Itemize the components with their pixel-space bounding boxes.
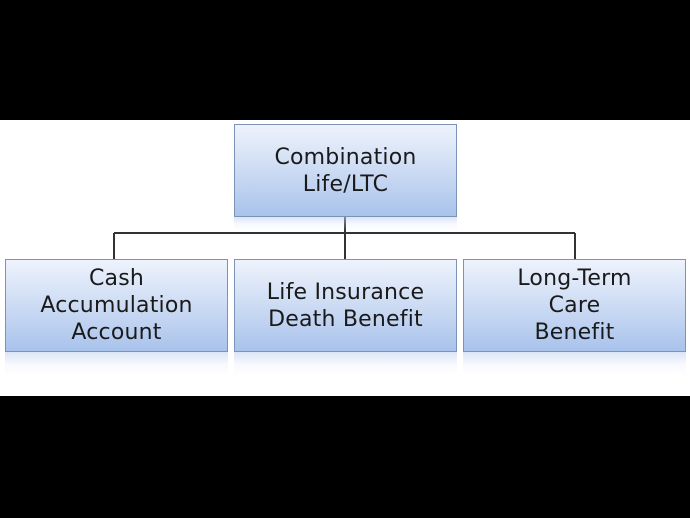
child-node-label: Long-Term Care Benefit	[517, 266, 632, 345]
child-node-reflection	[234, 352, 457, 376]
root-node-label: Combination Life/LTC	[274, 144, 417, 197]
child-node-reflection	[463, 352, 686, 376]
root-node: Combination Life/LTC	[234, 124, 457, 217]
child-node-reflection	[5, 352, 228, 376]
child-node-cash-accumulation: Cash Accumulation Account	[5, 259, 228, 352]
root-node-reflection	[234, 217, 457, 231]
child-node-label: Cash Accumulation Account	[40, 266, 193, 345]
child-node-long-term-care: Long-Term Care Benefit	[463, 259, 686, 352]
child-node-label: Life Insurance Death Benefit	[266, 279, 425, 332]
child-node-death-benefit: Life Insurance Death Benefit	[234, 259, 457, 352]
